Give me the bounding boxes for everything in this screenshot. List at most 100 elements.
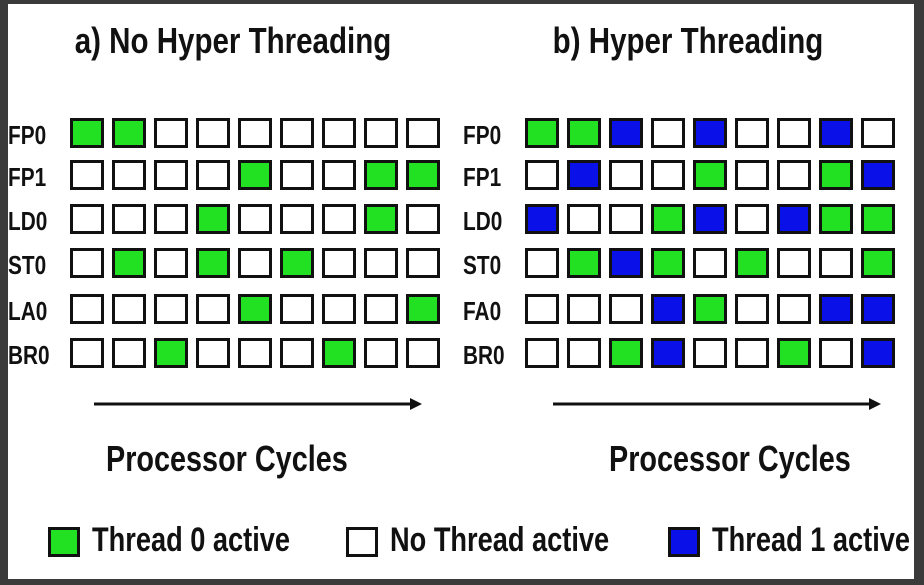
cycle-cell bbox=[693, 204, 727, 234]
cycle-cell bbox=[154, 294, 188, 324]
cycle-cell bbox=[693, 338, 727, 368]
cycle-cell bbox=[196, 248, 230, 278]
cycle-cell bbox=[280, 160, 314, 190]
cycle-cell bbox=[112, 204, 146, 234]
cycle-cell bbox=[238, 160, 272, 190]
cycle-cell bbox=[322, 160, 356, 190]
cycle-cell bbox=[735, 118, 769, 148]
cycle-cell bbox=[861, 338, 895, 368]
no-thread-swatch bbox=[346, 527, 378, 557]
cycle-cell bbox=[280, 294, 314, 324]
cycle-cell bbox=[777, 338, 811, 368]
cycle-cell bbox=[154, 338, 188, 368]
unit-row-fa0: FA0 bbox=[463, 294, 913, 328]
cycle-cell bbox=[154, 248, 188, 278]
legend-label: Thread 1 active bbox=[712, 521, 911, 559]
unit-label: LD0 bbox=[8, 206, 48, 236]
unit-row-fp1: FP1 bbox=[8, 160, 458, 194]
cycle-cell bbox=[651, 160, 685, 190]
unit-label: BR0 bbox=[463, 340, 505, 370]
cycle-cell bbox=[406, 294, 440, 324]
cycle-cell bbox=[280, 248, 314, 278]
unit-row-ld0: LD0 bbox=[8, 204, 458, 238]
cycle-cell bbox=[70, 338, 104, 368]
cycle-cell bbox=[322, 338, 356, 368]
cycle-cell bbox=[238, 204, 272, 234]
unit-row-st0: ST0 bbox=[8, 248, 458, 282]
cycle-cell bbox=[651, 118, 685, 148]
cycle-cell bbox=[112, 294, 146, 324]
cycle-cell bbox=[70, 160, 104, 190]
cycle-cell bbox=[609, 118, 643, 148]
cycle-cell bbox=[819, 118, 853, 148]
cycle-cell bbox=[525, 338, 559, 368]
cycle-arrow bbox=[553, 398, 881, 410]
cycle-cell bbox=[406, 160, 440, 190]
cycle-cell bbox=[112, 338, 146, 368]
cycle-cell bbox=[861, 160, 895, 190]
cycle-cell bbox=[819, 160, 853, 190]
cycle-cell bbox=[196, 204, 230, 234]
cycle-cell bbox=[819, 204, 853, 234]
unit-row-fp0: FP0 bbox=[463, 118, 913, 152]
legend: Thread 0 active No Thread active Thread … bbox=[8, 519, 914, 579]
panel-title: a) No Hyper Threading bbox=[74, 20, 392, 61]
cycle-cell bbox=[861, 248, 895, 278]
cycle-cell bbox=[609, 338, 643, 368]
cycle-cell bbox=[567, 204, 601, 234]
cycle-cell bbox=[238, 118, 272, 148]
cycle-cell bbox=[735, 204, 769, 234]
cycle-cell bbox=[196, 294, 230, 324]
cycle-cell bbox=[196, 160, 230, 190]
legend-label: No Thread active bbox=[390, 521, 610, 559]
unit-row-la0: LA0 bbox=[8, 294, 458, 328]
cycle-cell bbox=[651, 294, 685, 324]
cycle-cell bbox=[322, 248, 356, 278]
cycle-cell bbox=[693, 118, 727, 148]
axis-label: Processor Cycles bbox=[106, 438, 348, 479]
cycle-cell bbox=[735, 160, 769, 190]
unit-label: FA0 bbox=[463, 296, 502, 326]
cycle-cell bbox=[567, 294, 601, 324]
cycle-arrow bbox=[94, 398, 422, 410]
unit-row-br0: BR0 bbox=[463, 338, 913, 372]
cycle-cell bbox=[70, 204, 104, 234]
cycle-cell bbox=[567, 160, 601, 190]
cycle-cell bbox=[112, 248, 146, 278]
cycle-cell bbox=[735, 338, 769, 368]
cycle-cell bbox=[154, 118, 188, 148]
cycle-cell bbox=[364, 204, 398, 234]
cycle-cell bbox=[777, 118, 811, 148]
thread0-swatch bbox=[48, 527, 80, 557]
cycle-cell bbox=[112, 118, 146, 148]
cycle-cell bbox=[693, 248, 727, 278]
cycle-cell bbox=[861, 118, 895, 148]
cycle-cell bbox=[364, 294, 398, 324]
cycle-cell bbox=[280, 204, 314, 234]
cycle-cell bbox=[693, 160, 727, 190]
cycle-cell bbox=[651, 248, 685, 278]
cycle-cell bbox=[364, 160, 398, 190]
cycle-cell bbox=[525, 118, 559, 148]
cycle-cell bbox=[819, 338, 853, 368]
legend-label: Thread 0 active bbox=[92, 521, 291, 559]
cycle-cell bbox=[406, 204, 440, 234]
cycle-cell bbox=[322, 294, 356, 324]
cycle-cell bbox=[693, 294, 727, 324]
cycle-cell bbox=[280, 338, 314, 368]
unit-label: LA0 bbox=[8, 296, 48, 326]
cycle-cell bbox=[567, 248, 601, 278]
cycle-cell bbox=[154, 160, 188, 190]
cycle-cell bbox=[777, 160, 811, 190]
cycle-cell bbox=[280, 118, 314, 148]
unit-label: FP1 bbox=[8, 162, 47, 192]
unit-label: FP1 bbox=[463, 162, 502, 192]
cycle-cell bbox=[609, 248, 643, 278]
cycle-cell bbox=[735, 248, 769, 278]
unit-label: ST0 bbox=[463, 250, 502, 280]
unit-label: BR0 bbox=[8, 340, 50, 370]
cycle-cell bbox=[70, 118, 104, 148]
cycle-cell bbox=[567, 118, 601, 148]
